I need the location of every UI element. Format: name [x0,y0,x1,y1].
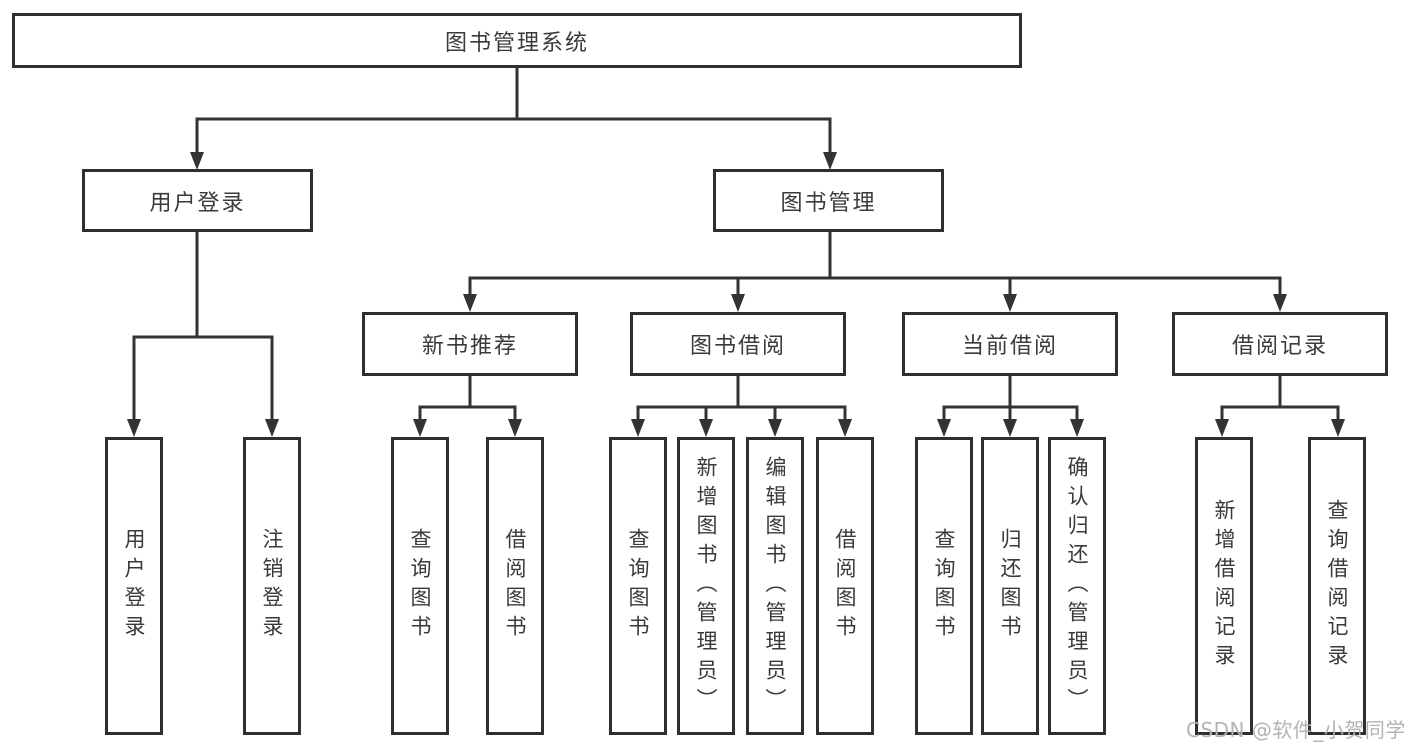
leaf-br-query-record-label: 查询借阅记录 [1325,499,1350,673]
leaf-bb-query-book: 查询图书 [609,437,667,735]
node-user-login-label: 用户登录 [149,190,246,216]
leaf-bb-query-book-label: 查询图书 [626,528,651,644]
leaf-br-add-record-label: 新增借阅记录 [1212,499,1237,673]
leaf-logout-label: 注销登录 [260,528,285,644]
watermark: CSDN @软件_小贺同学 [1186,718,1405,742]
node-user-login: 用户登录 [82,169,313,232]
leaf-bb-add-book-admin-label: 新增图书（管理员） [694,455,719,717]
leaf-bb-edit-book-admin: 编辑图书（管理员） [746,437,804,735]
arrowheads [127,152,1345,437]
node-current-borrow-label: 当前借阅 [961,334,1058,359]
leaf-br-query-record: 查询借阅记录 [1308,437,1366,735]
leaf-cb-confirm-return-admin: 确认归还（管理员） [1048,437,1106,735]
node-new-book-recommend: 新书推荐 [362,312,578,376]
leaf-bb-add-book-admin: 新增图书（管理员） [677,437,735,735]
leaf-cb-confirm-return-admin-label: 确认归还（管理员） [1065,455,1090,717]
leaf-cb-return-book: 归还图书 [981,437,1039,735]
node-book-borrow: 图书借阅 [630,312,846,376]
leaf-user-login: 用户登录 [105,437,163,735]
leaf-bb-borrow-book: 借阅图书 [816,437,874,735]
node-root: 图书管理系统 [12,13,1022,68]
leaf-nb-query-book-label: 查询图书 [408,528,433,644]
leaf-nb-query-book: 查询图书 [391,437,449,735]
node-book-management-label: 图书管理 [780,190,877,216]
node-borrow-record: 借阅记录 [1172,312,1388,376]
node-book-borrow-label: 图书借阅 [689,334,786,359]
node-root-label: 图书管理系统 [444,30,589,56]
leaf-br-add-record: 新增借阅记录 [1195,437,1253,735]
leaf-bb-edit-book-admin-label: 编辑图书（管理员） [763,455,788,717]
leaf-nb-borrow-book: 借阅图书 [486,437,544,735]
node-borrow-record-label: 借阅记录 [1231,334,1328,359]
node-current-borrow: 当前借阅 [902,312,1118,376]
leaf-nb-borrow-book-label: 借阅图书 [503,528,528,644]
leaf-logout: 注销登录 [243,437,301,735]
tree-edges [132,68,1340,420]
leaf-cb-query-book-label: 查询图书 [932,528,957,644]
node-new-book-recommend-label: 新书推荐 [421,334,518,359]
leaf-bb-borrow-book-label: 借阅图书 [833,528,858,644]
node-book-management: 图书管理 [713,169,944,232]
leaf-cb-query-book: 查询图书 [915,437,973,735]
leaf-user-login-label: 用户登录 [122,528,147,644]
leaf-cb-return-book-label: 归还图书 [998,528,1023,644]
